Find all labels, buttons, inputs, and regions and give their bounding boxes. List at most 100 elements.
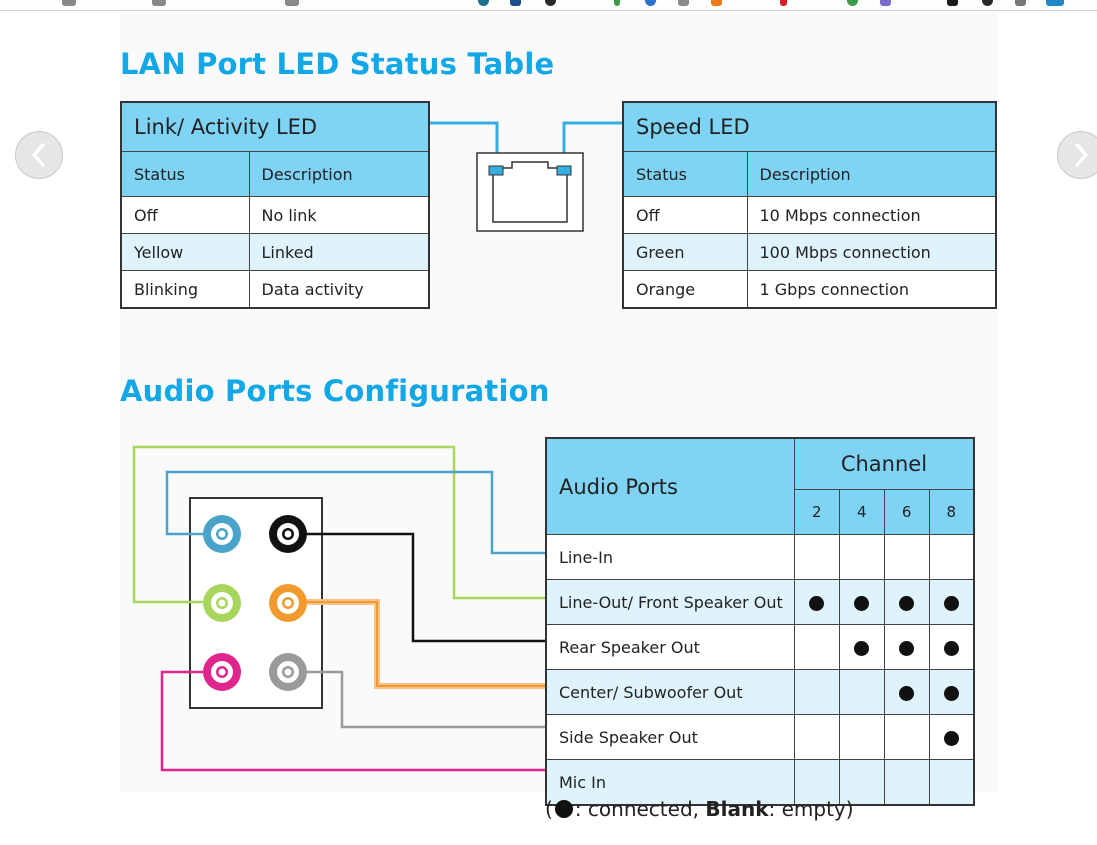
legend-empty-text: : empty) bbox=[768, 797, 854, 821]
channel-2-cell bbox=[793, 534, 840, 580]
mic-in-cable bbox=[160, 670, 546, 772]
audio-port-row: Rear Speaker Out bbox=[545, 624, 975, 670]
connected-dot-icon bbox=[943, 730, 959, 746]
speed-description-cell: 10 Mbps connection bbox=[746, 196, 997, 234]
channel-6-cell bbox=[883, 534, 930, 580]
speed-status-cell: Green bbox=[622, 233, 748, 271]
toolbar-icon[interactable] bbox=[62, 0, 76, 6]
center-subwoofer-cable bbox=[290, 599, 546, 689]
channel-8-cell bbox=[928, 579, 975, 625]
channel-2-cell bbox=[793, 624, 840, 670]
toolbar-icon[interactable] bbox=[1015, 0, 1026, 6]
line-out-cable bbox=[132, 445, 546, 604]
channel-2-header: 2 bbox=[793, 489, 840, 535]
channel-8-cell bbox=[928, 534, 975, 580]
toolbar-icon[interactable] bbox=[711, 0, 722, 6]
toolbar-icon[interactable] bbox=[847, 0, 858, 6]
toolbar-icon[interactable] bbox=[285, 0, 299, 6]
toolbar-icon[interactable] bbox=[614, 0, 620, 6]
connected-dot-icon bbox=[899, 595, 915, 611]
toolbar-icon[interactable] bbox=[152, 0, 166, 6]
audio-port-row: Mic In bbox=[545, 759, 975, 806]
audio-port-row: Center/ Subwoofer Out bbox=[545, 669, 975, 715]
center-subwoofer-cable bbox=[290, 601, 546, 687]
audio-port-name: Side Speaker Out bbox=[545, 714, 795, 760]
toolbar-icon[interactable] bbox=[510, 0, 521, 6]
channel-4-cell bbox=[838, 669, 885, 715]
rear-speaker-jack bbox=[269, 515, 307, 553]
link-status-cell: Off bbox=[120, 196, 250, 234]
channel-6-cell bbox=[883, 669, 930, 715]
connected-dot-icon bbox=[943, 595, 959, 611]
previous-button[interactable] bbox=[15, 131, 63, 179]
audio-port-name: Line-In bbox=[545, 534, 795, 580]
legend-open-paren: ( bbox=[545, 797, 553, 821]
channel-6-cell bbox=[883, 714, 930, 760]
rj45-socket bbox=[492, 161, 568, 223]
connected-dot-icon bbox=[854, 640, 870, 656]
speed-description-cell: 100 Mbps connection bbox=[746, 233, 997, 271]
speed-led bbox=[556, 165, 572, 176]
link-description-cell: Data activity bbox=[248, 270, 430, 309]
link-col-description: Description bbox=[248, 151, 430, 197]
toolbar-icon[interactable] bbox=[545, 0, 556, 6]
link-led bbox=[488, 165, 504, 176]
toolbar-icon[interactable] bbox=[478, 0, 489, 6]
toolbar-icon[interactable] bbox=[982, 0, 993, 6]
channel-2-cell bbox=[793, 579, 840, 625]
channel-6-cell bbox=[883, 579, 930, 625]
speed-col-status: Status bbox=[622, 151, 748, 197]
audio-heading: Audio Ports Configuration bbox=[120, 374, 550, 408]
channel-4-cell bbox=[838, 624, 885, 670]
audio-ports-header: Audio Ports bbox=[545, 437, 795, 535]
toolbar-icon[interactable] bbox=[880, 0, 891, 6]
side-speaker-cable bbox=[290, 670, 546, 729]
audio-port-name: Center/ Subwoofer Out bbox=[545, 669, 795, 715]
speed-status-cell: Orange bbox=[622, 270, 748, 309]
center-subwoofer-jack bbox=[269, 584, 307, 622]
chevron-right-icon bbox=[1075, 143, 1088, 167]
rear-speaker-cable bbox=[290, 532, 546, 643]
channel-6-cell bbox=[883, 624, 930, 670]
connected-dot-icon bbox=[809, 595, 825, 611]
channel-8-cell bbox=[928, 624, 975, 670]
channel-6-header: 6 bbox=[883, 489, 930, 535]
link-status-cell: Blinking bbox=[120, 270, 250, 309]
chevron-left-icon bbox=[32, 143, 45, 167]
audio-port-name: Rear Speaker Out bbox=[545, 624, 795, 670]
mic-in-jack bbox=[203, 653, 241, 691]
channel-4-cell bbox=[838, 714, 885, 760]
legend-blank-word: Blank bbox=[705, 797, 769, 821]
channel-8-cell bbox=[928, 714, 975, 760]
browser-toolbar bbox=[0, 0, 1097, 11]
next-button[interactable] bbox=[1057, 131, 1097, 179]
speed-status-cell: Off bbox=[622, 196, 748, 234]
audio-port-row: Line-Out/ Front Speaker Out bbox=[545, 579, 975, 625]
channel-8-header: 8 bbox=[928, 489, 975, 535]
toolbar-icon[interactable] bbox=[780, 0, 787, 6]
audio-port-name: Line-Out/ Front Speaker Out bbox=[545, 579, 795, 625]
connected-dot-icon bbox=[854, 595, 870, 611]
line-in-jack bbox=[203, 515, 241, 553]
side-speaker-jack bbox=[269, 653, 307, 691]
line-out-jack bbox=[203, 584, 241, 622]
toolbar-icon[interactable] bbox=[645, 0, 656, 6]
link-table-title: Link/ Activity LED bbox=[120, 101, 430, 152]
connected-dot-icon bbox=[899, 685, 915, 701]
toolbar-icon[interactable] bbox=[678, 0, 689, 6]
audio-port-row: Line-In bbox=[545, 534, 975, 580]
channel-6-cell bbox=[883, 759, 930, 806]
channel-2-cell bbox=[793, 759, 840, 806]
channel-4-cell bbox=[838, 534, 885, 580]
toolbar-icon[interactable] bbox=[1046, 0, 1064, 6]
line-in-cable bbox=[165, 470, 546, 555]
connected-dot-icon bbox=[943, 685, 959, 701]
channel-2-cell bbox=[793, 669, 840, 715]
speed-description-cell: 1 Gbps connection bbox=[746, 270, 997, 309]
toolbar-icon[interactable] bbox=[947, 0, 958, 6]
connected-dot-icon bbox=[899, 640, 915, 656]
